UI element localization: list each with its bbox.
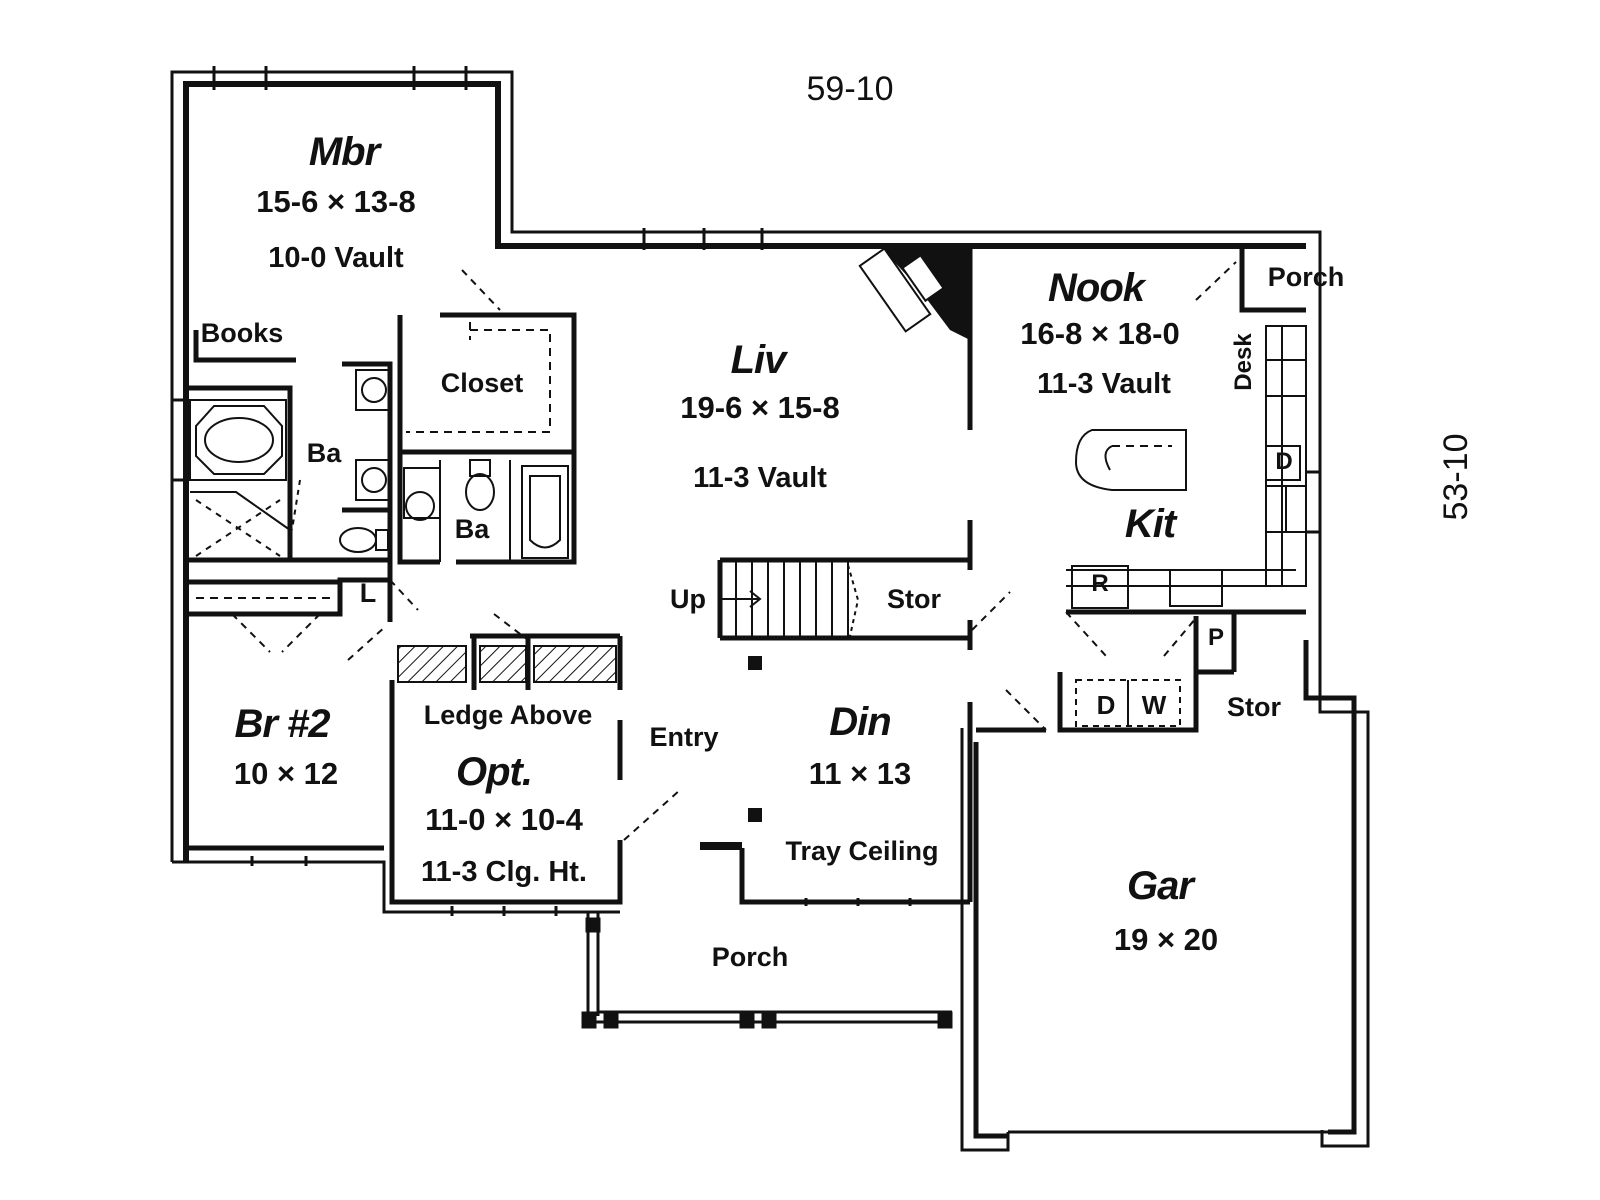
room-name-liv: Liv bbox=[730, 338, 787, 382]
room-size-br2: 10 × 12 bbox=[233, 756, 339, 791]
books-label: Books bbox=[200, 318, 284, 348]
room-name-din: Din bbox=[829, 700, 891, 744]
front-porch bbox=[581, 912, 953, 1029]
room-name-nook: Nook bbox=[1048, 266, 1145, 310]
garage-storage-label: Stor bbox=[1227, 692, 1281, 722]
hall-bath-label: Ba bbox=[454, 514, 490, 544]
stair-storage-label: Stor bbox=[887, 584, 941, 614]
fireplace bbox=[858, 246, 970, 340]
pantry-label: P bbox=[1207, 624, 1225, 651]
rear-porch-label: Porch bbox=[1267, 262, 1345, 292]
room-name-mbr: Mbr bbox=[308, 130, 380, 174]
room-size-gar: 19 × 20 bbox=[1113, 922, 1219, 957]
room-size-opt: 11-0 × 10-4 bbox=[425, 802, 583, 837]
stair-up-label: Up bbox=[670, 584, 706, 614]
room-size-nook: 16-8 × 18-0 bbox=[1020, 316, 1180, 351]
hall-bath-fixtures bbox=[403, 459, 569, 562]
exterior-walls bbox=[170, 70, 1370, 1152]
washer-label: W bbox=[1141, 690, 1167, 720]
room-note-opt: 11-3 Clg. Ht. bbox=[421, 856, 587, 888]
laundry-fixtures bbox=[1075, 679, 1181, 727]
room-note-liv: 11-3 Vault bbox=[693, 462, 827, 494]
room-name-gar: Gar bbox=[1127, 864, 1194, 908]
ledge-above bbox=[397, 633, 623, 690]
master-bath-label: Ba bbox=[306, 438, 342, 468]
overall-width-dimension: 59-10 bbox=[806, 70, 894, 108]
closet-shelving bbox=[196, 322, 551, 599]
front-porch-label: Porch bbox=[711, 942, 789, 972]
master-bath-fixtures bbox=[189, 369, 391, 557]
room-name-br2: Br #2 bbox=[234, 702, 330, 746]
room-note-mbr: 10-0 Vault bbox=[268, 242, 404, 274]
room-size-liv: 19-6 × 15-8 bbox=[680, 390, 840, 425]
closet-label: Closet bbox=[440, 368, 524, 398]
windows bbox=[172, 66, 1320, 916]
laundry-chute-label: L bbox=[359, 578, 377, 608]
room-size-mbr: 15-6 × 13-8 bbox=[256, 184, 416, 219]
room-size-din: 11 × 13 bbox=[808, 756, 912, 791]
overall-depth-dimension: 53-10 bbox=[1437, 433, 1475, 521]
interior-walls bbox=[186, 246, 1306, 905]
staircase bbox=[720, 562, 860, 637]
kitchen-fixtures bbox=[1066, 325, 1307, 609]
dishwasher-label: D bbox=[1275, 448, 1293, 475]
door-swings bbox=[231, 261, 1237, 841]
dryer-label: D bbox=[1096, 690, 1116, 720]
desk-label: Desk bbox=[1230, 333, 1257, 391]
entry-label: Entry bbox=[649, 722, 719, 752]
room-note-nook: 11-3 Vault bbox=[1037, 368, 1171, 400]
room-name-kit: Kit bbox=[1124, 502, 1176, 546]
room-name-opt: Opt. bbox=[456, 750, 533, 794]
columns bbox=[748, 656, 762, 822]
range-label: R bbox=[1091, 570, 1109, 597]
room-note-din: Tray Ceiling bbox=[785, 836, 939, 866]
ledge-above-label: Ledge Above bbox=[423, 700, 593, 730]
